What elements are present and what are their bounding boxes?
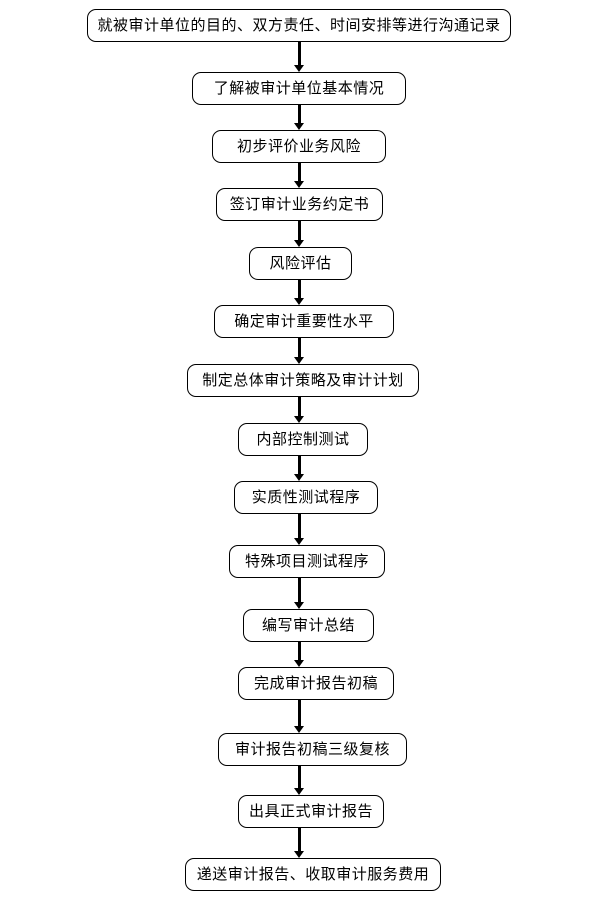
arrow-shaft — [298, 163, 301, 181]
flowchart-node-n3: 初步评价业务风险 — [212, 130, 386, 163]
arrow-head-icon — [294, 660, 304, 667]
flowchart-node-label: 出具正式审计报告 — [248, 802, 373, 820]
flowchart-node-n12: 完成审计报告初稿 — [238, 667, 394, 700]
arrow-head-icon — [294, 181, 304, 188]
flowchart-node-label: 制定总体审计策略及审计计划 — [202, 371, 404, 389]
arrow-head-icon — [294, 240, 304, 247]
flowchart-node-label: 就被审计单位的目的、双方责任、时间安排等进行沟通记录 — [97, 16, 501, 34]
flowchart-node-n6: 确定审计重要性水平 — [214, 305, 394, 338]
flowchart-node-n4: 签订审计业务约定书 — [216, 188, 383, 221]
arrow-shaft — [298, 105, 301, 123]
arrow-shaft — [298, 700, 301, 726]
arrow-shaft — [298, 766, 301, 788]
flowchart-node-label: 审计报告初稿三级复核 — [234, 740, 390, 758]
arrow-head-icon — [294, 357, 304, 364]
flowchart-node-n11: 编写审计总结 — [243, 609, 374, 642]
flowchart-node-label: 实质性测试程序 — [251, 488, 361, 506]
flowchart-node-label: 确定审计重要性水平 — [234, 312, 374, 330]
flowchart-node-label: 完成审计报告初稿 — [253, 674, 378, 692]
arrow-shaft — [298, 642, 301, 660]
arrow-shaft — [298, 397, 301, 416]
arrow-head-icon — [294, 123, 304, 130]
arrow-head-icon — [294, 602, 304, 609]
arrow-head-icon — [294, 65, 304, 72]
arrow-shaft — [298, 514, 301, 538]
flowchart-node-n1: 就被审计单位的目的、双方责任、时间安排等进行沟通记录 — [87, 9, 511, 42]
arrow-shaft — [298, 42, 301, 65]
arrow-shaft — [298, 828, 301, 851]
arrow-head-icon — [294, 474, 304, 481]
flowchart-node-label: 初步评价业务风险 — [236, 137, 361, 155]
arrow-shaft — [298, 280, 301, 298]
flowchart-node-n15: 递送审计报告、收取审计服务费用 — [185, 858, 441, 891]
flowchart-node-label: 递送审计报告、收取审计服务费用 — [196, 865, 430, 883]
arrow-shaft — [298, 338, 301, 357]
flowchart-node-n5: 风险评估 — [249, 247, 352, 280]
flowchart-node-label: 编写审计总结 — [261, 616, 355, 634]
flowchart-node-n14: 出具正式审计报告 — [238, 795, 384, 828]
flowchart-node-n13: 审计报告初稿三级复核 — [218, 733, 407, 766]
flowchart-node-n7: 制定总体审计策略及审计计划 — [187, 364, 419, 397]
arrow-head-icon — [294, 726, 304, 733]
arrow-head-icon — [294, 416, 304, 423]
arrow-shaft — [298, 578, 301, 602]
arrow-head-icon — [294, 788, 304, 795]
flowchart-node-label: 风险评估 — [269, 254, 332, 272]
arrow-head-icon — [294, 538, 304, 545]
arrow-shaft — [298, 221, 301, 240]
flowchart-node-label: 了解被审计单位基本情况 — [213, 79, 385, 97]
arrow-shaft — [298, 456, 301, 474]
arrow-head-icon — [294, 298, 304, 305]
flowchart-node-n10: 特殊项目测试程序 — [229, 545, 385, 578]
flowchart-node-label: 签订审计业务约定书 — [229, 195, 370, 213]
flowchart-node-n8: 内部控制测试 — [238, 423, 368, 456]
flowchart-node-label: 内部控制测试 — [256, 430, 350, 448]
flowchart-node-n2: 了解被审计单位基本情况 — [192, 72, 406, 105]
flowchart-node-n9: 实质性测试程序 — [234, 481, 378, 514]
arrow-head-icon — [294, 851, 304, 858]
flowchart-node-label: 特殊项目测试程序 — [244, 552, 369, 570]
